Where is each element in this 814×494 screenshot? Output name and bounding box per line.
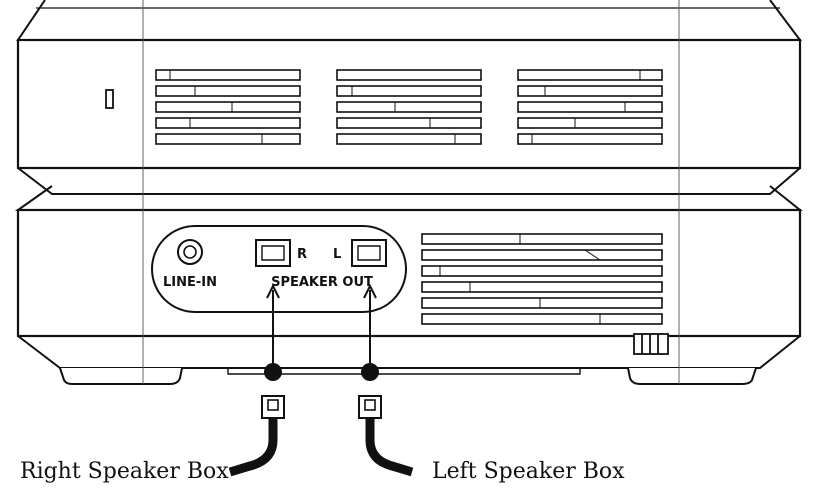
left-speaker-jack xyxy=(351,239,387,267)
right-speaker-box-caption: Right Speaker Box xyxy=(20,459,229,484)
right-arrow-head xyxy=(266,283,280,299)
line-in-label: LINE-IN xyxy=(163,275,217,290)
right-cable-dot xyxy=(264,363,282,381)
left-channel-label: L xyxy=(333,247,341,262)
lower-unit xyxy=(14,185,803,375)
upper-unit-top-bevel xyxy=(16,0,802,41)
lower-grille xyxy=(421,233,663,325)
connector-panel: LINE-IN R L SPEAKER OUT xyxy=(151,225,407,313)
feet xyxy=(59,367,757,385)
speaker-out-label: SPEAKER OUT xyxy=(271,275,373,290)
right-speaker-cable xyxy=(228,283,285,477)
right-speaker-jack xyxy=(255,239,291,267)
foot-left xyxy=(59,367,183,385)
upper-grille-middle xyxy=(336,69,482,145)
upper-grille-left xyxy=(155,69,301,145)
left-speaker-cable xyxy=(358,283,414,477)
foot-right xyxy=(627,367,757,385)
lower-unit-bottom-chamfer xyxy=(17,335,801,369)
upper-grille-right xyxy=(517,69,663,145)
connector-panel-outline xyxy=(151,225,407,313)
lower-unit-top-chamfer xyxy=(14,185,803,211)
side-switch xyxy=(633,333,669,355)
right-channel-label: R xyxy=(297,247,307,262)
lower-unit-body xyxy=(16,208,802,338)
guide-lines xyxy=(142,0,680,384)
left-cable-dot xyxy=(361,363,379,381)
power-indicator xyxy=(105,89,114,109)
left-speaker-box-caption: Left Speaker Box xyxy=(432,459,625,484)
upper-unit-bottom-chamfer xyxy=(17,167,801,195)
left-arrow-head xyxy=(363,283,377,299)
upper-unit-body xyxy=(16,38,802,170)
upper-unit xyxy=(16,0,802,195)
